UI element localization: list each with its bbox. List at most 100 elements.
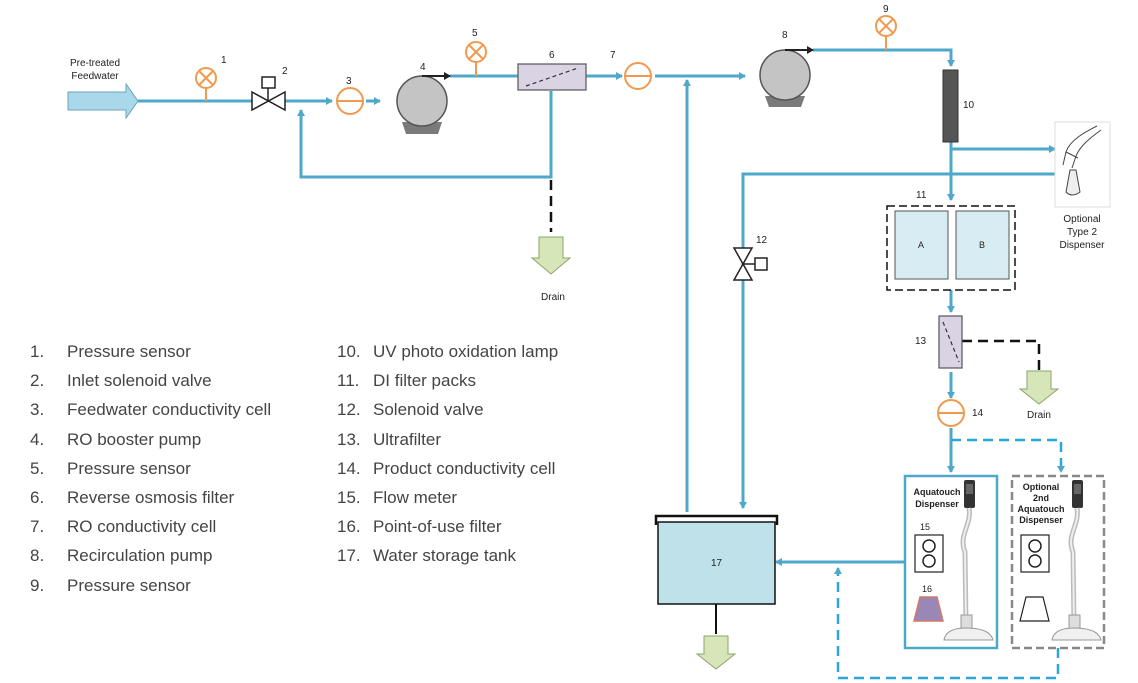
legend-item-text: Inlet solenoid valve (67, 371, 212, 391)
pipe-return-to-tank (739, 172, 1058, 509)
drain-line-uf (962, 339, 1041, 370)
pressure-sensor-5 (465, 41, 487, 63)
optional-point-of-use-filter-icon (1019, 596, 1050, 622)
dashed-line-optional-return (834, 567, 1060, 680)
feedwater-arrow (67, 82, 139, 120)
component-number-1: 1 (221, 55, 227, 66)
inlet-solenoid-valve-icon (251, 76, 286, 112)
component-number-3: 3 (346, 76, 352, 87)
component-number-7: 7 (610, 50, 616, 61)
optional-aquatouch-dispenser-icon (1051, 480, 1102, 641)
legend-item-number: 10. (337, 342, 361, 361)
ro-conductivity-cell-icon (624, 62, 652, 90)
legend-item-number: 5. (30, 458, 45, 478)
legend-item: 5. Pressure sensor (30, 459, 271, 488)
optional-aquatouch-label-line3: Aquatouch (1018, 504, 1065, 514)
tank-drain-arrow (695, 635, 737, 670)
optional-type2-label-line2: Type 2 (1067, 227, 1097, 238)
legend-item-text: Water storage tank (373, 546, 516, 566)
component-number-11: 11 (916, 190, 927, 201)
legend-item: 1. Pressure sensor (30, 342, 271, 371)
component-number-15: 15 (920, 522, 930, 532)
component-number-10: 10 (963, 100, 975, 111)
legend-item-text: Pressure sensor (67, 458, 191, 478)
legend-item-number: 15. (337, 487, 361, 507)
component-number-16: 16 (922, 584, 932, 594)
legend-item-number: 3. (30, 400, 45, 420)
ultrafilter-icon (938, 315, 963, 369)
uv-lamp-icon (942, 69, 959, 143)
ro-booster-pump-icon (396, 72, 451, 134)
component-number-17: 17 (711, 558, 723, 569)
dashed-lines (549, 180, 1065, 680)
aquatouch-label-line1: Aquatouch (914, 487, 961, 497)
pipe-pump8-to-uv (813, 48, 955, 67)
legend-column-2: 10.UV photo oxidation lamp 11. DI filter … (337, 342, 558, 576)
legend-item-text: Flow meter (373, 487, 458, 507)
legend-item: 2. Inlet solenoid valve (30, 371, 271, 400)
optional-type2-label-line1: Optional (1063, 214, 1100, 225)
component-number-8: 8 (782, 30, 788, 41)
legend-item-text: RO booster pump (67, 429, 202, 449)
pressure-sensor-9 (875, 15, 897, 37)
legend-item-number: 7. (30, 517, 45, 537)
component-number-14: 14 (972, 408, 984, 419)
sensor-stems (205, 36, 887, 101)
legend-item-text: Recirculation pump (67, 546, 213, 566)
legend-item-text: Product conductivity cell (373, 458, 556, 478)
legend-item-number: 14. (337, 458, 361, 478)
pressure-sensor-1 (195, 67, 217, 89)
legend-item: 7. RO conductivity cell (30, 517, 271, 546)
legend-item-text: DI filter packs (373, 371, 476, 391)
legend-item: 12. Solenoid valve (337, 400, 558, 429)
legend-item-text: Solenoid valve (373, 400, 484, 420)
solenoid-valve-icon (732, 247, 768, 281)
legend-item-number: 6. (30, 487, 45, 507)
product-conductivity-cell-icon (937, 399, 965, 427)
feedwater-label-line2: Feedwater (71, 71, 119, 82)
legend-item-number: 9. (30, 575, 45, 595)
legend-item-number: 12. (337, 400, 361, 420)
legend-item: 17. Water storage tank (337, 546, 558, 575)
legend-item: 8.Recirculation pump (30, 546, 271, 575)
legend-item-text: Pressure sensor (67, 575, 191, 595)
legend-item: 15. Flow meter (337, 488, 558, 517)
optional-aquatouch-label-line4: Dispenser (1019, 515, 1063, 525)
component-number-6: 6 (549, 50, 555, 61)
legend-item: 6.Reverse osmosis filter (30, 488, 271, 517)
legend-item-number: 11. (337, 371, 360, 391)
optional-aquatouch-label-line2: 2nd (1033, 493, 1049, 503)
di-filter-packs (886, 205, 1016, 291)
aquatouch-dispenser-box (903, 474, 999, 650)
component-number-12: 12 (756, 235, 768, 246)
pipe-uv-to-type2 (949, 142, 1056, 153)
legend-item-text: RO conductivity cell (67, 517, 217, 537)
legend-item: 16.Point-of-use filter (337, 517, 558, 546)
recirculation-pump-icon (759, 46, 814, 107)
optional-aquatouch-label-line1: Optional (1023, 482, 1060, 492)
legend-item-text: Pressure sensor (67, 342, 191, 361)
legend-item-number: 2. (30, 371, 45, 391)
legend-item-number: 1. (30, 342, 45, 361)
drain-label-ro: Drain (541, 292, 565, 303)
component-number-2: 2 (282, 66, 288, 77)
pipe-ro-recycle (297, 91, 553, 179)
filter-pack-a-label: A (918, 240, 924, 250)
legend-item: 10.UV photo oxidation lamp (337, 342, 558, 371)
legend-item: 14. Product conductivity cell (337, 459, 558, 488)
legend-item-number: 4. (30, 429, 45, 449)
drain-label-uf: Drain (1027, 410, 1051, 421)
type2-dispenser-icon (1054, 121, 1111, 208)
legend-item: 13.Ultrafilter (337, 430, 558, 459)
point-of-use-filter-icon (913, 596, 944, 622)
legend-item-number: 16. (337, 517, 361, 537)
optional-aquatouch-box (1010, 474, 1106, 650)
aquatouch-dispenser-icon (943, 480, 994, 641)
legend-item-number: 17. (337, 546, 361, 566)
legend-column-1: 1. Pressure sensor 2. Inlet solenoid valve… (30, 342, 271, 605)
reverse-osmosis-filter-icon (517, 63, 587, 91)
pipes (138, 48, 1058, 566)
legend-item: 9. Pressure sensor (30, 576, 271, 605)
legend-item-number: 13. (337, 429, 361, 449)
